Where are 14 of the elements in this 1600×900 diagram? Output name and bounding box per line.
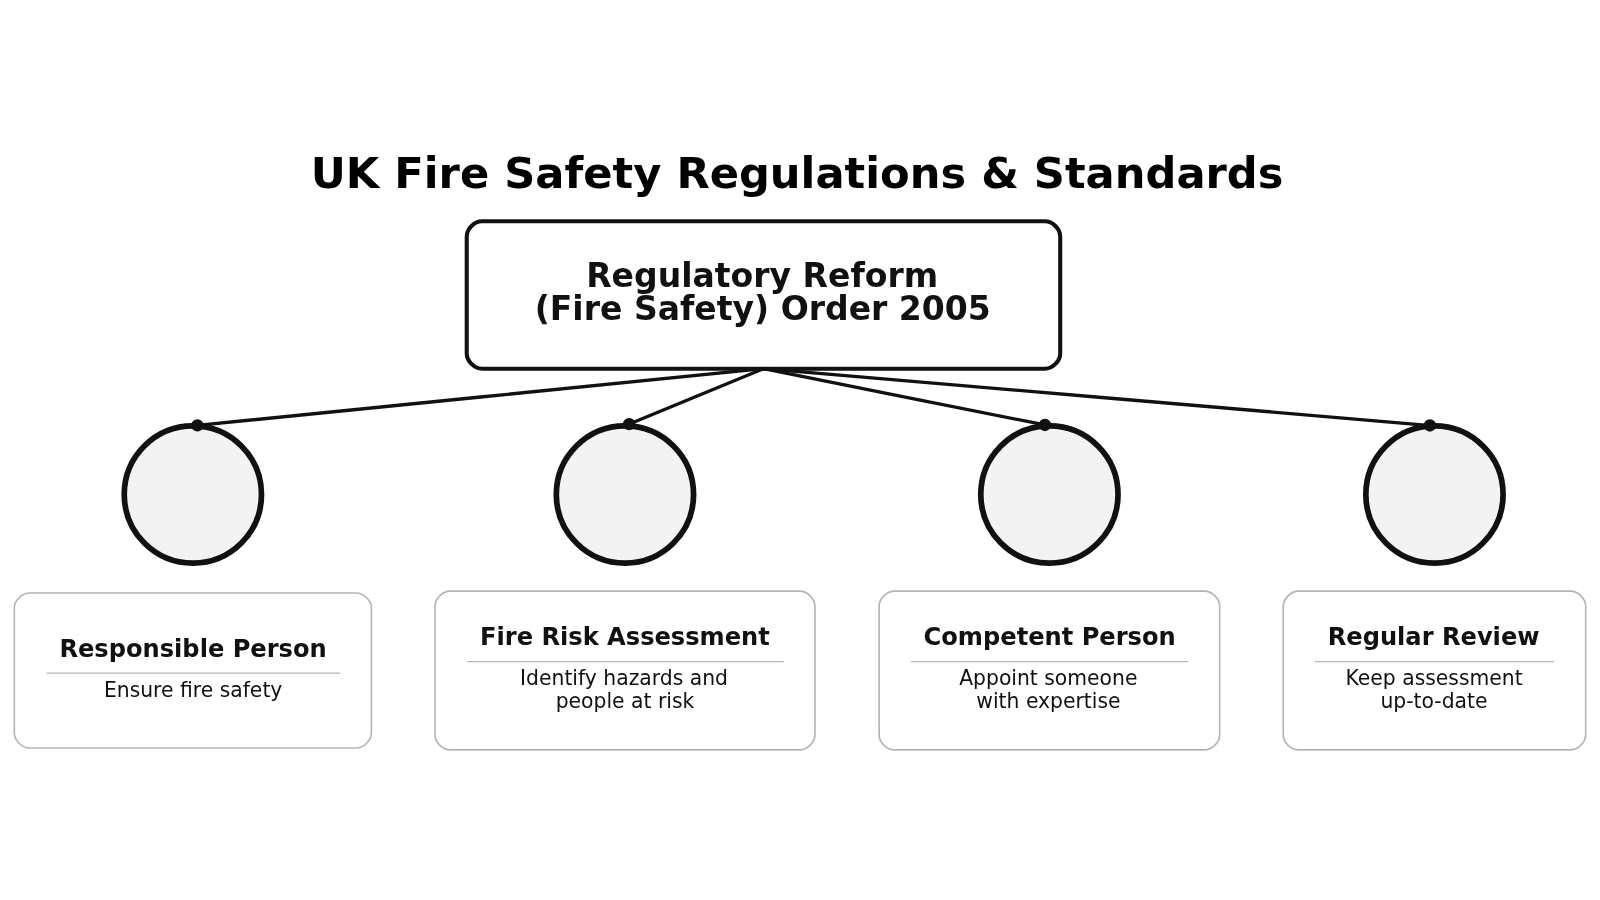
node-box: Fire Risk Assessment Identify hazards and people at risk — [434, 590, 816, 751]
node-circle — [553, 423, 697, 566]
connector — [763, 367, 1052, 432]
node-box: Regulatory Reform (Fire Safety) Order 2005 — [464, 219, 1063, 371]
diagram-title: UK Fire Safety Regulations & Standards — [310, 148, 1284, 199]
node-box: Regular Review Keep assessment up-to-date — [1282, 590, 1587, 751]
node-box: Competent Person Appoint someone with expertise — [878, 590, 1221, 751]
node-box: Responsible Person Ensure fire safety — [13, 592, 373, 749]
node-circle — [977, 423, 1121, 566]
node-circle — [121, 423, 265, 566]
connector — [763, 367, 1437, 432]
connector — [191, 367, 764, 432]
connector — [622, 367, 765, 431]
node-circle — [1363, 423, 1506, 566]
